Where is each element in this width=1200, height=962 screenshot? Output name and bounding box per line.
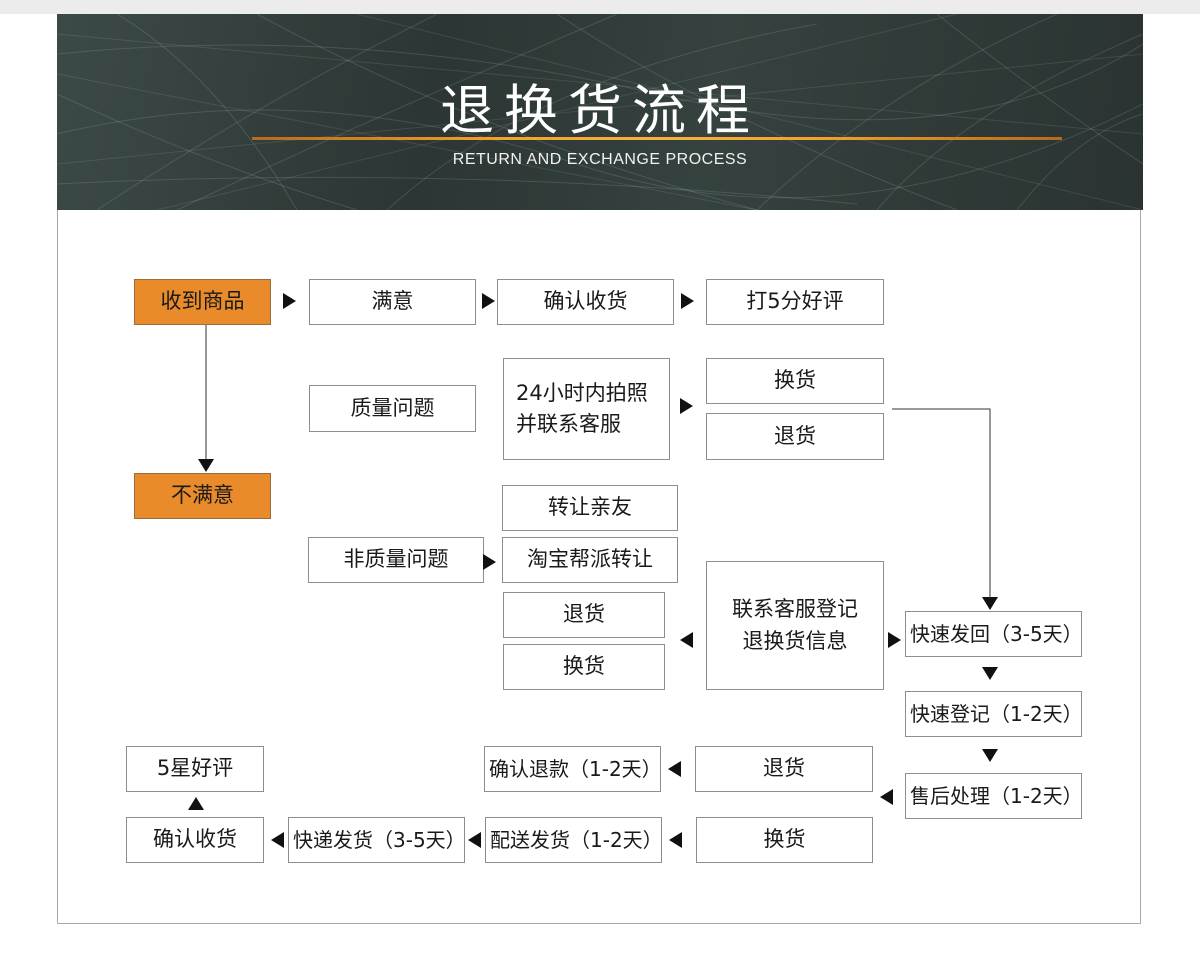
- node-five-star-review-top-label: 打5分好评: [746, 289, 844, 314]
- node-five-star-review-top: 打5分好评: [706, 279, 884, 325]
- node-quick-register-label: 快速登记（1-2天）: [910, 702, 1083, 726]
- node-return-mid-label: 退货: [563, 602, 605, 627]
- node-unsatisfied: 不满意: [134, 473, 271, 519]
- node-confirm-refund: 确认退款（1-2天）: [484, 746, 662, 792]
- node-photo-contact-label: 24小时内拍照 并联系客服: [516, 380, 648, 437]
- node-taobao-transfer: 淘宝帮派转让: [502, 537, 678, 583]
- node-return-bottom-label: 退货: [763, 756, 805, 781]
- node-non-quality-issue-label: 非质量问题: [343, 547, 449, 572]
- node-register-info: 联系客服登记 退换货信息: [706, 561, 884, 690]
- node-confirm-receipt-bottom-label: 确认收货: [153, 827, 237, 852]
- page-subtitle: RETURN AND EXCHANGE PROCESS: [452, 151, 748, 168]
- node-express-ship-label: 快递发货（3-5天）: [293, 828, 466, 852]
- node-express-ship: 快递发货（3-5天）: [288, 817, 466, 863]
- node-confirm-receipt-top-label: 确认收货: [543, 289, 628, 314]
- node-confirm-refund-label: 确认退款（1-2天）: [489, 757, 662, 781]
- node-satisfied: 满意: [309, 279, 476, 325]
- node-exchange-top: 换货: [706, 358, 884, 404]
- node-exchange-bottom: 换货: [696, 817, 873, 863]
- top-strip: [0, 0, 1200, 14]
- node-exchange-mid-label: 换货: [563, 654, 605, 679]
- node-ship-back-label: 快速发回（3-5天）: [910, 622, 1083, 646]
- node-confirm-receipt-top: 确认收货: [497, 279, 674, 325]
- node-return-top: 退货: [706, 413, 884, 460]
- node-quality-issue-label: 质量问题: [350, 395, 435, 420]
- node-exchange-bottom-label: 换货: [763, 827, 806, 852]
- node-after-sales-label: 售后处理（1-2天）: [910, 784, 1083, 808]
- node-photo-contact: 24小时内拍照 并联系客服: [503, 358, 670, 460]
- node-return-mid: 退货: [503, 592, 665, 638]
- node-received: 收到商品: [134, 279, 271, 325]
- node-non-quality-issue: 非质量问题: [308, 537, 484, 583]
- node-unsatisfied-label: 不满意: [171, 483, 234, 508]
- node-five-star-review-bottom: 5星好评: [126, 746, 264, 792]
- node-quality-issue: 质量问题: [309, 385, 476, 432]
- node-satisfied-label: 满意: [371, 289, 414, 314]
- node-ship-out-label: 配送发货（1-2天）: [490, 828, 663, 852]
- node-taobao-transfer-label: 淘宝帮派转让: [527, 547, 653, 572]
- node-transfer-friends: 转让亲友: [502, 485, 678, 531]
- node-after-sales: 售后处理（1-2天）: [905, 773, 1083, 819]
- node-return-bottom: 退货: [695, 746, 873, 792]
- node-ship-back: 快速发回（3-5天）: [905, 611, 1083, 657]
- node-exchange-mid: 换货: [503, 644, 665, 690]
- node-return-top-label: 退货: [774, 423, 816, 448]
- node-ship-out: 配送发货（1-2天）: [485, 817, 663, 863]
- page-title: 退换货流程: [440, 79, 760, 142]
- node-confirm-receipt-bottom: 确认收货: [126, 817, 264, 863]
- node-transfer-friends-label: 转让亲友: [548, 495, 632, 520]
- node-register-info-label: 联系客服登记 退换货信息: [732, 597, 858, 653]
- header-banner: 退换货流程 RETURN AND EXCHANGE PROCESS: [57, 14, 1143, 210]
- node-quick-register: 快速登记（1-2天）: [905, 691, 1083, 737]
- banner-texture: [57, 14, 1143, 210]
- node-five-star-review-bottom-label: 5星好评: [156, 756, 234, 781]
- node-exchange-top-label: 换货: [774, 368, 816, 393]
- title-divider: [252, 137, 1062, 140]
- node-received-label: 收到商品: [160, 289, 245, 314]
